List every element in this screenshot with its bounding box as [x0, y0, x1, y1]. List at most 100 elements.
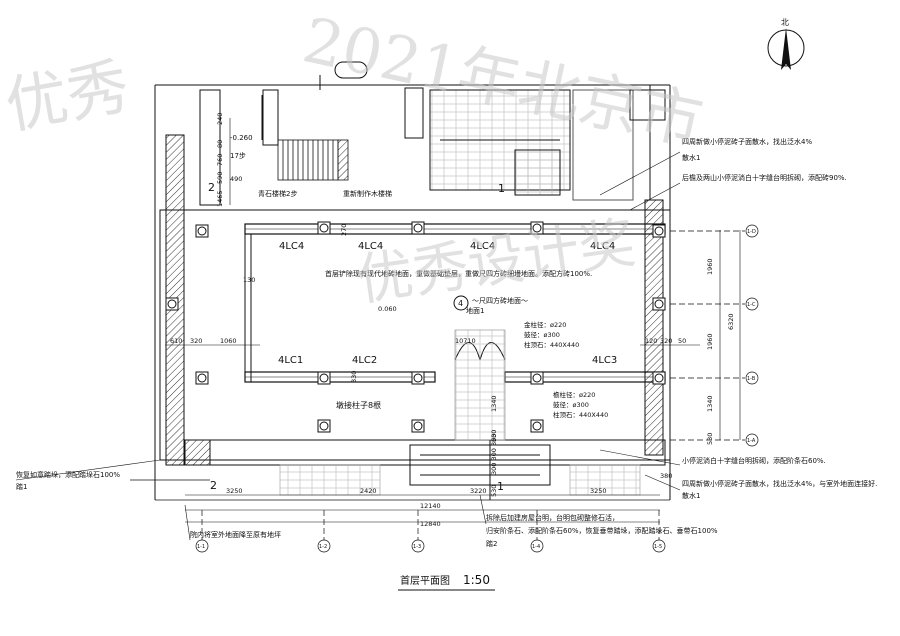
svg-text:1340: 1340	[706, 395, 714, 412]
window-tag-4lc3: 4LC3	[592, 355, 617, 366]
elevation-floor: 0.060	[378, 305, 397, 313]
svg-text:610: 610	[170, 337, 182, 345]
eave-column-diameter: 檐柱径：ø220	[553, 390, 595, 399]
eave-column-base: 柱顶石：440X440	[553, 410, 608, 419]
columns	[165, 221, 666, 433]
note-right-2b: 散水1	[682, 491, 700, 500]
column	[411, 419, 425, 433]
column	[165, 297, 179, 311]
column	[530, 221, 544, 235]
gold-column-diameter: 金柱径：ø220	[524, 320, 566, 329]
svg-text:12140: 12140	[420, 502, 441, 510]
note-left-1: 恢复如意踏垛，添配踏垛石100%	[16, 470, 120, 479]
column	[195, 371, 209, 385]
note-bottom-left: 院内将室外地面降至原有地坪	[190, 530, 281, 539]
floor-tag-code: 地面1	[466, 306, 484, 315]
svg-text:1960: 1960	[706, 333, 714, 350]
floor-tag-text: ～尺四方砖地面～	[472, 296, 528, 305]
dimension-text: 240 80 760 590 1465 490 270 130 610 320 …	[170, 113, 735, 528]
svg-text:1060: 1060	[220, 337, 237, 345]
eave-column-drum: 鼓径：ø300	[553, 400, 589, 409]
watermark: 优秀 2021年北京市 优秀设计奖	[0, 3, 709, 314]
svg-text:2420: 2420	[360, 487, 377, 495]
svg-text:760: 760	[216, 154, 224, 166]
grid-axes	[195, 224, 759, 553]
section-mark-2-top: 2	[208, 181, 215, 194]
column	[411, 371, 425, 385]
svg-text:1465: 1465	[216, 190, 224, 207]
svg-text:300 300 300: 300 300 300	[490, 434, 498, 475]
stair-wood	[277, 139, 349, 181]
title-text: 首层平面图	[400, 574, 450, 587]
svg-text:3250: 3250	[226, 487, 243, 495]
axis-label-x2: 1-2	[319, 544, 327, 550]
column	[317, 371, 331, 385]
axis-label-x1: 1-1	[197, 544, 205, 550]
axis-label-yd: 1-A	[747, 438, 756, 444]
svg-text:12840: 12840	[420, 520, 441, 528]
svg-text:530: 530	[490, 430, 498, 442]
svg-text:3220: 3220	[470, 487, 487, 495]
svg-text:530: 530	[706, 433, 714, 445]
column	[652, 297, 666, 311]
svg-text:10710: 10710	[455, 337, 476, 345]
column-repair-note: 墩接柱子8根	[336, 400, 381, 410]
stair-wood-label: 重新制作木楼梯	[343, 189, 392, 198]
axis-label-x5: 1-5	[654, 544, 662, 550]
column	[195, 224, 209, 238]
drawing-labels: -0.260 17步 青石楼梯2步 重新制作木楼梯 2 1 2 1 4LC4 4…	[16, 134, 877, 548]
window-tag-4lc4-a: 4LC4	[279, 241, 304, 252]
window-tag-4lc4-d: 4LC4	[590, 241, 615, 252]
scale-text: 1:50	[463, 573, 490, 587]
section-mark-1-top: 1	[498, 182, 505, 195]
svg-text:1340: 1340	[490, 395, 498, 412]
north-label: 北	[781, 18, 789, 27]
note-bottom-center-3: 踏2	[486, 539, 497, 548]
svg-text:380: 380	[660, 472, 672, 480]
column	[652, 224, 666, 238]
axis-label-x4: 1-4	[532, 544, 540, 550]
column	[652, 371, 666, 385]
north-arrow: 北	[767, 18, 805, 70]
axis-label-yb: 1-C	[747, 302, 756, 308]
svg-text:80: 80	[216, 140, 224, 148]
svg-text:530: 530	[490, 485, 498, 497]
svg-text:330: 330	[350, 371, 358, 383]
svg-text:120: 120	[645, 337, 657, 345]
column	[530, 419, 544, 433]
stair-stone-label: 青石楼梯2步	[258, 189, 297, 198]
note-bottom-center-2: 归安阶条石、添配阶条石60%，恢复垂带踏垛，添配踏垛石、垂带石100%	[486, 526, 718, 535]
gold-column-drum: 鼓径：ø300	[524, 330, 560, 339]
svg-text:270: 270	[340, 224, 348, 236]
svg-text:50: 50	[678, 337, 686, 345]
svg-text:6320: 6320	[727, 313, 735, 330]
axis-labels: 1-1 1-2 1-3 1-4 1-5 1-D 1-C 1-B 1-A	[197, 229, 756, 550]
axis-label-yc: 1-B	[747, 376, 756, 382]
window-tag-4lc4-b: 4LC4	[358, 241, 383, 252]
dimension-lines	[165, 118, 741, 523]
section-mark-1-bottom: 1	[497, 480, 504, 493]
svg-text:1960: 1960	[706, 258, 714, 275]
leader-lines	[15, 151, 681, 541]
window-tag-4lc4-c: 4LC4	[470, 241, 495, 252]
svg-text:320: 320	[190, 337, 202, 345]
note-left-1b: 踏1	[16, 482, 27, 491]
gold-column-base: 柱顶石：440X440	[524, 340, 579, 349]
note-right-2: 四周新做小停泥砖子面散水，找出泛水4%，与室外地面连接好.	[682, 479, 877, 488]
floor-tag-circle	[453, 295, 469, 311]
note-top-right-1b: 散水1	[682, 153, 700, 162]
watermark-left: 优秀	[0, 49, 135, 142]
note-top-right-1: 四周新做小停泥砖子面散水，找出泛水4%	[682, 137, 812, 146]
svg-text:3250: 3250	[590, 487, 607, 495]
note-right-1: 小停泥淌白十字缝台明拆砌，添配阶条石60%.	[682, 456, 826, 465]
floor-tag-number: 4	[458, 299, 463, 308]
axis-label-x3: 1-3	[413, 544, 421, 550]
svg-text:490: 490	[230, 175, 242, 183]
column	[411, 221, 425, 235]
floor-note: 首层铲除现有现代地砖地面，重做基础垫层，重做尺四方砖细墁地面。添配方砖100%.	[325, 269, 592, 278]
window-tag-4lc1: 4LC1	[278, 355, 303, 366]
section-mark-2-bottom: 2	[210, 479, 217, 492]
step-label: 17步	[230, 152, 246, 160]
note-top-right-2: 后檐及两山小停泥淌白十字缝台明拆砌，添配砖90%.	[682, 173, 847, 182]
